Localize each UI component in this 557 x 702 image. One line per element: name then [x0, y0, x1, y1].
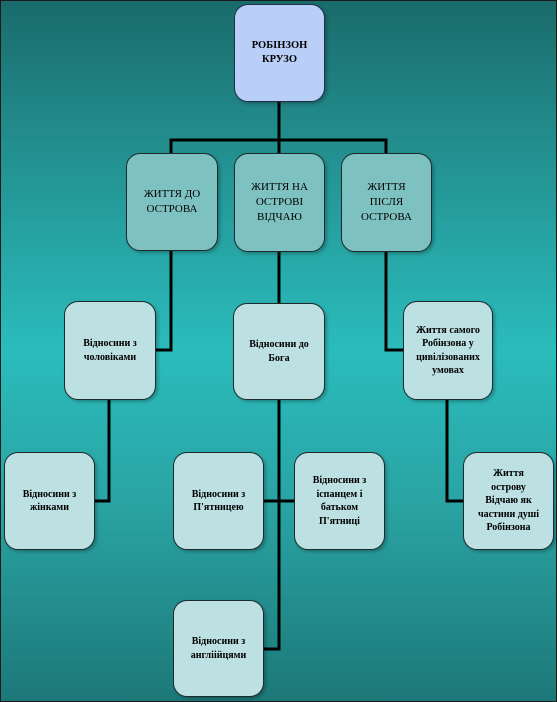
node-island-life-soul: Життя острову Відчаю як частини душі Роб…: [463, 452, 554, 550]
connector-before-to-people: [154, 249, 173, 352]
connector-people-to-women: [93, 398, 111, 503]
node-relations-with-friday: Відносини з П'ятницею: [173, 452, 264, 550]
node-relations-with-women: Відносини з жінками: [4, 452, 95, 550]
node-life-before-island: ЖИТТЯ ДО ОСТРОВА: [126, 153, 218, 251]
node-life-in-civilization: Життя самого Робінзона у цивілізованих у…: [403, 301, 493, 400]
connector-after-to-self: [384, 250, 405, 352]
node-relations-with-english: Відносини з англіійцями: [173, 600, 264, 697]
node-robinson-crusoe: РОБІНЗОН КРУЗО: [234, 4, 325, 102]
connector-god-trunk: [262, 398, 281, 651]
connector-root-to-branches: [169, 100, 388, 155]
connector-self-to-island: [445, 398, 465, 503]
node-life-after-island: ЖИТТЯ ПІСЛЯ ОСТРОВА: [341, 153, 432, 252]
node-life-on-island: ЖИТТЯ НА ОСТРОВІ ВІДЧАЮ: [234, 153, 325, 252]
node-relations-with-god: Відносини до Бога: [233, 303, 325, 400]
node-relations-with-spaniard: Відносини з іспанцем і батьком П'ятниці: [294, 452, 385, 550]
node-relations-with-men: Відносини з чоловіками: [64, 301, 156, 400]
